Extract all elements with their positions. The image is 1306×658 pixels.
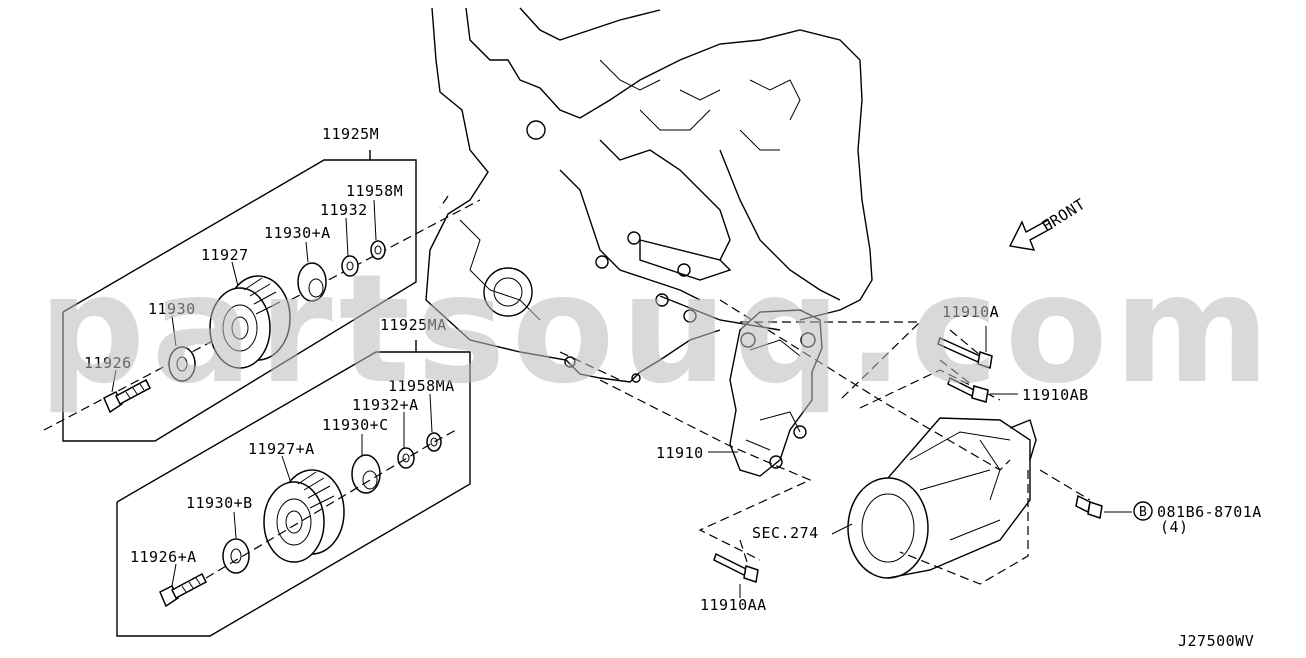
label-11932: 11932	[320, 201, 368, 219]
washer-11930a-shape	[297, 262, 327, 302]
bolt-11910aa-illustration	[713, 552, 759, 598]
label-081b6: 081B6-8701A	[1157, 503, 1262, 521]
label-sec274: SEC.274	[752, 524, 819, 542]
label-11910aa: 11910AA	[700, 596, 767, 614]
label-11926: 11926	[84, 354, 132, 372]
pulley-group-11925m	[62, 150, 417, 442]
part-labels: 11925M 11958M 11932 11930+A 11927 11930 …	[84, 125, 1262, 650]
label-11925ma: 11925MA	[380, 316, 447, 334]
label-11910a: 11910A	[942, 303, 999, 321]
label-11910: 11910	[656, 444, 704, 462]
label-11958ma: 11958MA	[388, 377, 455, 395]
label-11925m: 11925M	[322, 125, 379, 143]
front-arrow-icon	[1008, 219, 1053, 251]
bolt-11926a-illustration	[159, 572, 207, 608]
alternator-bracket-illustration	[729, 309, 823, 477]
bolt-081b6-illustration	[1075, 494, 1153, 521]
bolt-11910ab-illustration	[947, 376, 1018, 403]
label-11927a: 11927+A	[248, 440, 315, 458]
spacer-11932-shape	[341, 255, 359, 277]
compressor-illustration	[847, 417, 1037, 579]
label-11927: 11927	[201, 246, 249, 264]
bolt-11910a-illustration	[937, 326, 993, 369]
label-11930: 11930	[148, 300, 196, 318]
pulley-11927a-illustration	[263, 469, 345, 563]
label-front: FRONT	[1039, 195, 1089, 236]
spacer-11932a-shape	[397, 447, 415, 469]
label-11930b: 11930+B	[186, 494, 253, 512]
label-11932a: 11932+A	[352, 396, 419, 414]
bolt-11926-illustration	[103, 378, 151, 414]
pulley-group-11925ma	[116, 340, 471, 637]
assembly-leader-lines	[43, 195, 1091, 585]
label-11910ab: 11910AB	[1022, 386, 1089, 404]
diagram-code: J27500WV	[1178, 632, 1254, 650]
label-081b6-qty: (4)	[1160, 518, 1189, 536]
label-11926a: 11926+A	[130, 548, 197, 566]
label-11930a: 11930+A	[264, 224, 331, 242]
washer-11930-shape	[168, 346, 196, 382]
pulley-11927-illustration	[209, 275, 291, 369]
washer-11930b-shape	[222, 538, 250, 574]
cap-11958ma-shape	[426, 432, 442, 452]
engine-block-illustration	[425, 7, 873, 383]
cap-11958m-shape	[370, 240, 386, 260]
callout-b-letter: B	[1139, 505, 1147, 520]
label-11930c: 11930+C	[322, 416, 389, 434]
callout-b-circle	[1133, 501, 1153, 521]
label-11958m: 11958M	[346, 182, 403, 200]
